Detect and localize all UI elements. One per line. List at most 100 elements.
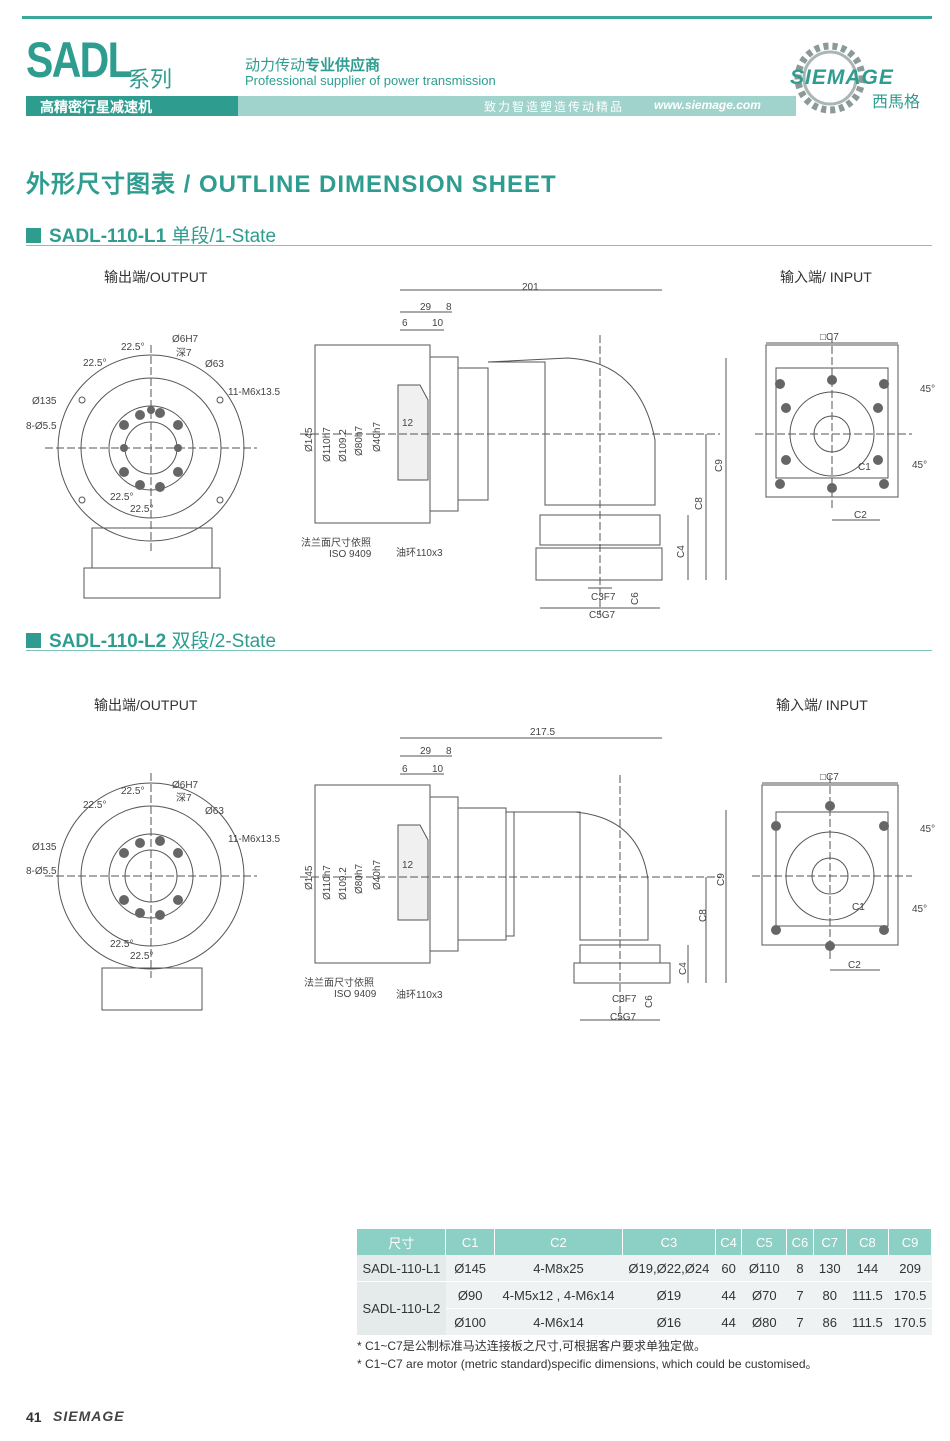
output-label: 输出端/OUTPUT [94, 697, 198, 713]
logo-wordmark: SIEMAGE [790, 66, 894, 89]
dim-label: 12 [402, 418, 414, 429]
angle-label: 45° [912, 904, 927, 915]
table-cell: 111.5 [846, 1281, 889, 1309]
dim-label: C9 [714, 459, 725, 472]
table-cell: 44 [715, 1281, 742, 1309]
dim-label: C8 [694, 497, 705, 510]
note-label: 油环110x3 [396, 546, 443, 559]
table-cell: 7 [786, 1281, 814, 1309]
input-label: 输入端/ INPUT [780, 269, 872, 285]
dim-label: C4 [678, 962, 689, 975]
angle-label: 22.5° [110, 939, 133, 950]
table-cell: 4-M8x25 [494, 1255, 623, 1282]
table-header: C7 [813, 1229, 847, 1255]
note-label: 法兰面尺寸依照 [304, 976, 374, 989]
input-flange-view [755, 335, 912, 521]
dim-label: Ø80h7 [354, 426, 365, 456]
dim-label: 8 [446, 746, 452, 757]
footer-logo: SIEMAGE [53, 1408, 125, 1424]
table-row: Ø100 4-M6x14 Ø16 44 Ø80 7 86 111.5 170.5 [357, 1308, 932, 1336]
dim-label: 10 [432, 318, 444, 329]
dim-label: C3F7 [612, 994, 637, 1005]
table-cell: 4-M5x12 , 4-M6x14 [494, 1281, 623, 1309]
table-cell: Ø145 [445, 1255, 495, 1282]
table-cell: 209 [888, 1255, 932, 1282]
table-header: C3 [622, 1229, 716, 1255]
length-label: 217.5 [530, 727, 555, 738]
dim-label: C1 [858, 462, 871, 473]
dim-label: 8 [446, 302, 452, 313]
table-row: SADL-110-L1 Ø145 4-M8x25 Ø19,Ø22,Ø24 60 … [357, 1255, 932, 1282]
dim-label: Ø110h7 [322, 427, 333, 462]
note-label: 油环110x3 [396, 988, 443, 1001]
table-cell: 130 [813, 1255, 847, 1282]
bore-label: Ø63 [205, 806, 224, 817]
dim-label: 12 [402, 860, 414, 871]
table-cell: Ø19,Ø22,Ø24 [622, 1255, 716, 1282]
table-cell: 86 [813, 1308, 847, 1336]
angle-label: 22.5° [83, 800, 106, 811]
dim-label: C8 [698, 909, 709, 922]
dim-label: C3F7 [591, 592, 616, 603]
dim-label: □C7 [820, 772, 839, 783]
table-cell: 60 [715, 1255, 742, 1282]
table-cell: 111.5 [846, 1308, 889, 1336]
table-header: 尺寸 [357, 1229, 447, 1255]
slogan: 致力智造塑造传动精品 [484, 100, 625, 114]
website-url: www.siemage.com [654, 98, 761, 112]
dim-label: 29 [420, 746, 432, 757]
dim-label: Ø145 [304, 427, 315, 452]
angle-label: 45° [920, 824, 935, 835]
section-heading-l2: SADL-110-L2 双段/2-State [26, 626, 276, 653]
table-header: C2 [494, 1229, 624, 1255]
depth-label: 深7 [176, 792, 192, 804]
holes-label: 8-Ø5.5 [26, 421, 57, 432]
table-cell: Ø70 [741, 1281, 787, 1309]
angle-label: 22.5° [121, 342, 144, 353]
dim-label: □C7 [820, 332, 839, 343]
table-cell: Ø80 [741, 1308, 787, 1336]
dim-label: C1 [852, 902, 865, 913]
table-header: C1 [445, 1229, 495, 1255]
footnote-en: * C1~C7 are motor (metric standard)speci… [357, 1357, 818, 1371]
input-flange-view [752, 775, 912, 971]
table-cell: 170.5 [888, 1308, 932, 1336]
dim-label: Ø80h7 [354, 864, 365, 894]
note-label: ISO 9409 [334, 989, 377, 1000]
dim-label: Ø109.2 [338, 429, 349, 462]
table-cell: 144 [846, 1255, 889, 1282]
input-label: 输入端/ INPUT [776, 697, 868, 713]
pcd-label: Ø135 [32, 396, 57, 407]
output-flange-view [45, 773, 257, 1011]
output-label: 输出端/OUTPUT [104, 269, 208, 285]
angle-label: 22.5° [83, 358, 106, 369]
dim-label: 10 [432, 764, 444, 775]
table-cell: 80 [813, 1281, 847, 1309]
page-number: 41 [26, 1409, 42, 1425]
drawing-l2 [45, 737, 912, 1021]
section-rule [26, 650, 932, 651]
depth-label: 深7 [176, 347, 192, 359]
dimension-table: 尺寸 C1 C2 C3 C4 C5 C6 C7 C8 C9 SADL-110-L… [357, 1229, 932, 1336]
table-cell: Ø110 [741, 1255, 787, 1282]
dim-label: C2 [848, 960, 861, 971]
length-label: 201 [522, 282, 539, 293]
table-cell: 4-M6x14 [494, 1308, 623, 1336]
output-flange-view [45, 345, 257, 599]
section-rule [26, 245, 932, 246]
tagline-cn: 动力传动专业供应商 [245, 57, 381, 74]
dim-label: C2 [854, 510, 867, 521]
pcd-label: Ø135 [32, 842, 57, 853]
footnote-cn: * C1~C7是公制标准马达连接板之尺寸,可根据客户要求单独定做。 [357, 1339, 707, 1353]
tap-label: 11-M6x13.5 [228, 834, 281, 845]
header-band-dark [26, 96, 238, 116]
table-cell: 170.5 [888, 1281, 932, 1309]
header-rule [22, 16, 932, 19]
square-bullet-icon [26, 228, 41, 243]
side-view [300, 289, 727, 615]
table-row: SADL-110-L2 Ø90 4-M5x12 , 4-M6x14 Ø19 44… [357, 1281, 932, 1336]
dim-label: 6 [402, 318, 408, 329]
table-cell: 44 [715, 1308, 742, 1336]
angle-label: 22.5° [130, 951, 153, 962]
